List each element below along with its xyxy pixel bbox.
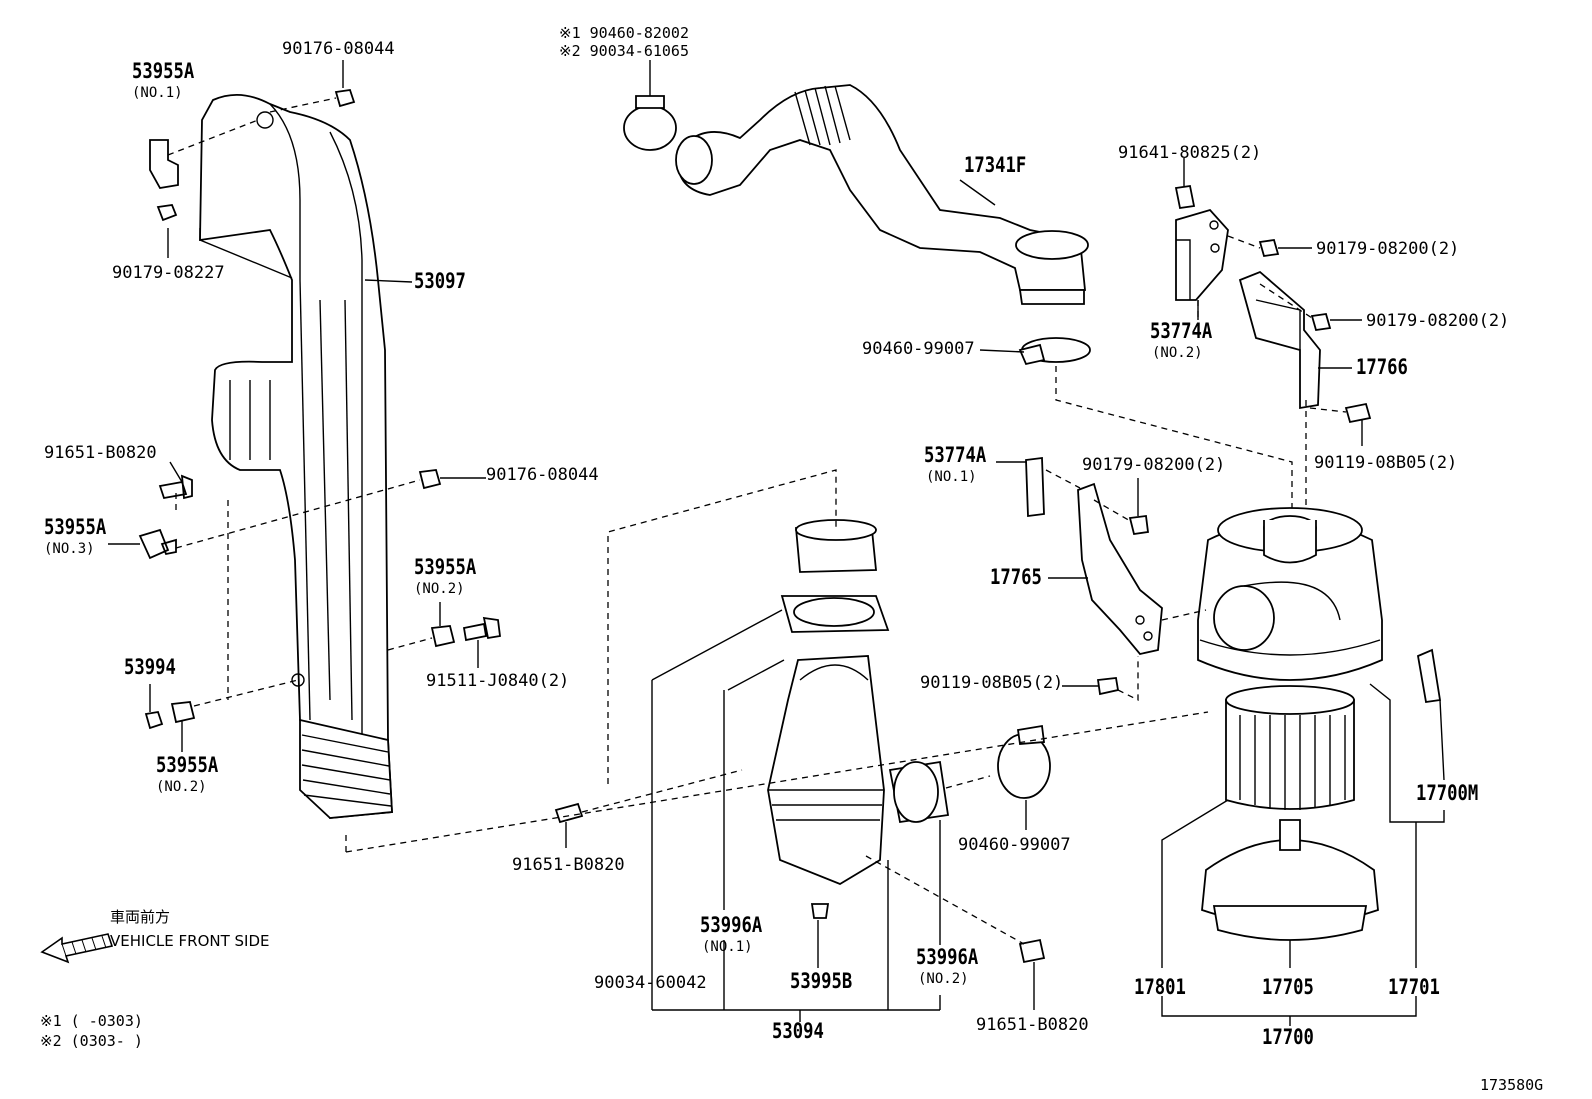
nut-90179-a: [1258, 238, 1280, 258]
figure-id: 173580G: [1480, 1076, 1544, 1094]
label-53774A-no2: 53774A: [1150, 319, 1213, 343]
washer-53994: [144, 710, 164, 730]
label-53955A-no2-low-sub: (NO.2): [156, 779, 207, 795]
label-53955A-no2-mid: 53955A: [414, 555, 477, 579]
clip-53955A-no1: [149, 139, 179, 222]
clip-53955A-no3: [138, 528, 177, 560]
label-90119-08B05-right: 90119-08B05(2): [1314, 453, 1458, 473]
label-53774A-no1: 53774A: [924, 443, 987, 467]
note-fitting-2: ※2 90034-61065: [559, 42, 689, 60]
clamp-90460-82002: [623, 95, 677, 151]
label-90179-08200-a: 90179-08200(2): [1316, 239, 1460, 259]
bolt-90119-mid: [1096, 677, 1120, 696]
label-90460-99007-top: 90460-99007: [862, 339, 975, 359]
nut-90179-b: [1310, 312, 1332, 332]
label-17705: 17705: [1262, 975, 1314, 999]
label-17700: 17700: [1262, 1025, 1314, 1049]
nut-90179-c: [1128, 514, 1150, 536]
screw-91651-mid: [554, 802, 584, 824]
label-90176-08044-mid: 90176-08044: [486, 465, 599, 485]
bracket-53774A-no1: [1025, 456, 1045, 518]
grommet-53955A-no2-low: [170, 701, 196, 724]
label-90176-08044-top: 90176-08044: [282, 39, 395, 59]
label-90119-08B05-mid: 90119-08B05(2): [920, 673, 1064, 693]
label-53955A-no2-low: 53955A: [156, 753, 219, 777]
note-fitting-1: ※1 90460-82002: [559, 24, 689, 42]
label-53995B: 53995B: [790, 969, 853, 993]
resonator-53094: [767, 519, 950, 919]
bolt-91641: [1174, 184, 1196, 210]
nut-90176-top: [334, 89, 356, 108]
label-53955A-no2-mid-sub: (NO.2): [414, 581, 465, 597]
screw-91651-low: [1018, 938, 1046, 964]
hose-17341F: [675, 84, 1089, 305]
label-91651-B0820-mid: 91651-B0820: [512, 855, 625, 875]
screw-91651-left: [158, 474, 193, 500]
label-17341F: 17341F: [964, 153, 1027, 177]
label-53996A-no1-sub: (NO.1): [702, 939, 753, 955]
label-17801: 17801: [1134, 975, 1186, 999]
direction-label-jp: 車両前方: [110, 908, 171, 926]
label-53996A-no2: 53996A: [916, 945, 979, 969]
leader-lines: [108, 60, 1445, 1026]
label-17700M: 17700M: [1416, 781, 1479, 805]
label-90460-99007-low: 90460-99007: [958, 835, 1071, 855]
label-53955A-no1: 53955A: [132, 59, 195, 83]
bolt-91511: [462, 616, 502, 642]
air-cleaner-17700: [1197, 507, 1442, 941]
clamp-90460-99007-top: [1018, 337, 1091, 366]
label-53955A-no3: 53955A: [44, 515, 107, 539]
bracket-17766: [1238, 270, 1321, 410]
bolt-90119-right: [1344, 402, 1372, 424]
dashed-lines: [167, 97, 1347, 945]
label-53774A-no2-sub: (NO.2): [1152, 345, 1203, 361]
label-53094: 53094: [772, 1019, 824, 1043]
bracket-17765: [1077, 482, 1163, 655]
label-90179-08200-b: 90179-08200(2): [1366, 311, 1510, 331]
label-53996A-no1: 53996A: [700, 913, 763, 937]
footnote-1: ※1 ( -0303): [40, 1012, 143, 1030]
label-53996A-no2-sub: (NO.2): [918, 971, 969, 987]
label-90179-08227: 90179-08227: [112, 263, 225, 283]
label-53955A-no3-sub: (NO.3): [44, 541, 95, 557]
footnote-2: ※2 (0303- ): [40, 1032, 143, 1050]
grommet-53955A-no2: [430, 625, 456, 648]
nut-90176-mid: [418, 469, 442, 490]
label-90034-60042: 90034-60042: [594, 973, 707, 993]
label-17766: 17766: [1356, 355, 1408, 379]
label-53994: 53994: [124, 655, 176, 679]
front-direction-arrow-icon: [40, 933, 114, 964]
clamp-90460-99007-low: [997, 724, 1051, 799]
label-17701: 17701: [1388, 975, 1440, 999]
bracket-53774A-no2: [1175, 208, 1229, 301]
label-91651-B0820-left: 91651-B0820: [44, 443, 157, 463]
label-91641-80825: 91641-80825(2): [1118, 143, 1262, 163]
direction-label-en: VEHICLE FRONT SIDE: [110, 932, 270, 950]
label-91651-B0820-low: 91651-B0820: [976, 1015, 1089, 1035]
label-53955A-no1-sub: (NO.1): [132, 85, 183, 101]
label-17765: 17765: [990, 565, 1042, 589]
label-90179-08200-c: 90179-08200(2): [1082, 455, 1226, 475]
air-duct-53097: [199, 94, 393, 819]
label-53774A-no1-sub: (NO.1): [926, 469, 977, 485]
label-53097: 53097: [414, 269, 466, 293]
label-91511-J0840: 91511-J0840(2): [426, 671, 570, 691]
